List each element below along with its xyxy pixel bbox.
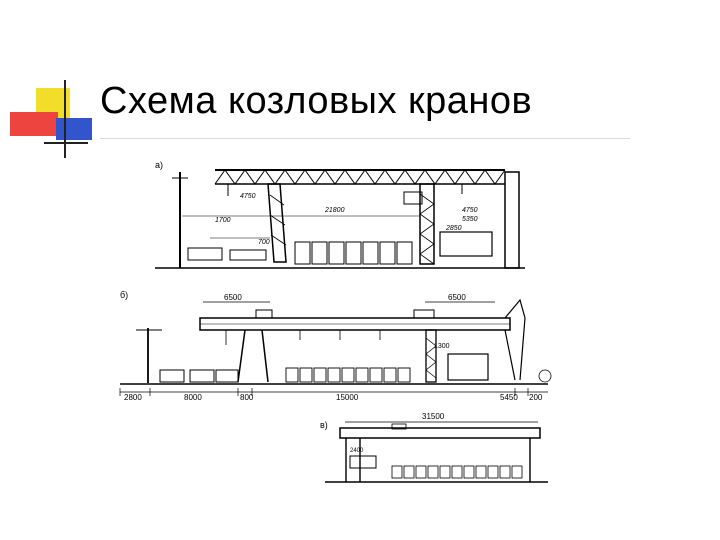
scheme-c-girder [339,427,541,439]
scheme-b-blocks [285,367,411,383]
scheme-b-end-portal [504,298,526,381]
accent-red-bar [10,112,58,136]
scheme-b-right-leg [425,329,437,383]
scheme-a-dim-text: 700 [258,239,270,246]
scheme-b-vehicle [159,369,185,383]
scheme-c-label: в) [320,420,328,430]
scheme-b-tree [538,369,552,383]
scheme-b-dim-text: 200 [529,393,543,402]
scheme-b-left-leg [237,329,269,383]
scheme-b-trolley-left [255,309,273,319]
scheme-b-dim-text: 800 [240,393,254,402]
scheme-a-hook-lines [227,184,463,196]
scheme-c: в) 31500 2400 [320,412,548,483]
page-title: Схема козловых кранов [100,80,533,122]
scheme-a: а) [155,160,525,269]
scheme-a-dim-text: 5350 [462,216,478,223]
accent-horizontal-line [44,142,88,144]
scheme-c-left-leg [345,438,361,482]
scheme-b-dim-text: 8000 [184,393,202,402]
scheme-a-truss-web [214,169,506,185]
scheme-c-dim-text: 31500 [422,412,445,421]
scheme-a-vehicle-mid [229,249,267,261]
scheme-a-dim-text: 1700 [215,217,231,224]
scheme-a-hoist [403,191,423,205]
scheme-b-dim-text: 5450 [500,393,518,402]
scheme-c-blocks [391,465,523,479]
scheme-b-dim-ticks [119,388,529,396]
scheme-c-trolley [391,423,407,430]
title-underline [100,138,630,139]
scheme-b-label: б) [120,290,128,300]
scheme-a-dim-text: 4750 [240,193,256,200]
scheme-a-label: а) [155,160,163,170]
scheme-b: б) 6500 6500 [119,290,552,402]
scheme-a-dim-text: 21800 [324,207,345,214]
scheme-b-cabin-right [447,353,489,381]
scheme-c-vehicle [349,455,377,469]
scheme-a-cabin-right [439,231,493,257]
scheme-b-vehicle [215,369,239,383]
scheme-a-right-column [504,171,520,269]
scheme-b-hook-lines [225,330,381,345]
scheme-a-dim-text: 4750 [462,207,478,214]
scheme-b-trolley-right [413,309,435,319]
scheme-c-dim-text: 2400 [350,448,364,454]
scheme-b-dim-text: 6500 [224,293,242,302]
scheme-b-dim-text: 6500 [448,293,466,302]
scheme-a-right-leg-bracing [419,193,435,265]
scheme-b-dim-text: 2800 [124,393,142,402]
scheme-b-right-leg-bracing [425,337,437,379]
scheme-a-left-leg-bracing [269,194,287,246]
scheme-b-vehicle [189,369,215,383]
scheme-a-vehicle-left [187,247,223,261]
scheme-a-blocks [294,241,413,265]
scheme-b-dim-text: 15000 [336,393,359,402]
scheme-a-dim-text: 2850 [445,225,462,232]
accent-vertical-line [64,80,66,158]
scheme-b-dim-text: 1300 [434,343,450,350]
